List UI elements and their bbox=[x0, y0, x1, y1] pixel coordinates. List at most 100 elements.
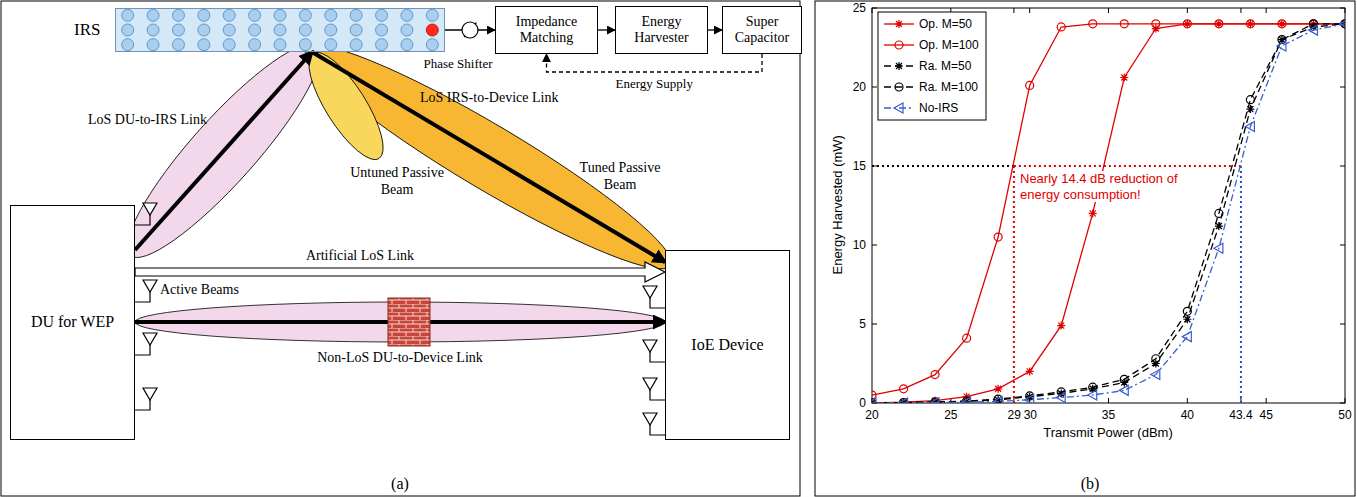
tick bbox=[1013, 8, 1014, 13]
irs-element bbox=[274, 24, 286, 36]
triangle-marker bbox=[962, 397, 971, 403]
tick bbox=[1108, 8, 1109, 13]
text-label: Untuned Passive Beam bbox=[347, 165, 447, 199]
circle-marker bbox=[1089, 383, 1097, 391]
triangle-marker bbox=[930, 398, 939, 403]
circle-marker bbox=[994, 233, 1002, 241]
antenna-feed bbox=[135, 215, 150, 225]
circle-marker bbox=[895, 83, 903, 91]
irs-surface bbox=[115, 8, 445, 52]
irs-element bbox=[198, 24, 210, 36]
triangle-marker bbox=[872, 398, 876, 403]
legend-text: Ra. M=100 bbox=[919, 80, 978, 94]
process-box: Impedance Matching bbox=[495, 6, 598, 54]
legend-text: No-IRS bbox=[919, 101, 958, 115]
irs-element bbox=[325, 9, 337, 21]
phase-shifter bbox=[462, 22, 478, 38]
curve bbox=[872, 24, 1345, 403]
circle-marker bbox=[1215, 209, 1223, 217]
irs-element bbox=[350, 24, 362, 36]
circle-marker bbox=[1278, 20, 1286, 28]
antenna bbox=[143, 280, 157, 292]
tick-label: 40 bbox=[1181, 408, 1194, 422]
antenna bbox=[143, 388, 157, 400]
tick-label: 25 bbox=[944, 408, 957, 422]
box-label: Super Capacitor bbox=[723, 14, 801, 46]
tick bbox=[872, 8, 877, 9]
irs-element bbox=[299, 39, 311, 51]
text-label: LoS DU-to-IRS Link bbox=[88, 112, 207, 129]
tick-label: 30 bbox=[1024, 408, 1037, 422]
irs-element bbox=[223, 9, 235, 21]
irs-element bbox=[350, 9, 362, 21]
text-label: Phase Shifter bbox=[424, 56, 493, 72]
irs-element bbox=[299, 9, 311, 21]
circle-marker bbox=[1120, 375, 1128, 383]
triangle-marker bbox=[1151, 370, 1160, 380]
triangle-marker bbox=[1245, 122, 1254, 132]
guide-line bbox=[1013, 166, 1015, 403]
irs-element bbox=[299, 24, 311, 36]
antenna-feed bbox=[135, 345, 150, 355]
circle-marker bbox=[1309, 20, 1317, 28]
antenna-feed bbox=[650, 352, 665, 362]
tick bbox=[1340, 166, 1345, 167]
legend-box bbox=[878, 12, 986, 120]
tick bbox=[1029, 8, 1030, 13]
irs-element bbox=[122, 24, 134, 36]
triangle-marker bbox=[1088, 390, 1097, 400]
circle-marker bbox=[895, 41, 903, 49]
tick-label: 10 bbox=[853, 238, 866, 252]
box-label: Energy Harvester bbox=[616, 14, 707, 46]
tick bbox=[1187, 398, 1188, 403]
circle-marker bbox=[1183, 20, 1191, 28]
triangle-marker bbox=[1056, 392, 1065, 402]
triangle-marker bbox=[993, 396, 1002, 403]
tick-label: 29 bbox=[1008, 408, 1021, 422]
circle-marker bbox=[1246, 96, 1254, 104]
text-label: Non-LoS DU-to-Device Link bbox=[317, 350, 483, 367]
irs-element bbox=[401, 39, 413, 51]
antenna-feed bbox=[135, 292, 150, 302]
tick-label: 5 bbox=[859, 317, 866, 331]
box-label: Impedance Matching bbox=[496, 14, 597, 46]
irs-element bbox=[147, 24, 159, 36]
star-marker bbox=[1120, 74, 1128, 82]
guide-line bbox=[1014, 165, 1241, 167]
legend-text: Op. M=100 bbox=[919, 38, 979, 52]
irs-element bbox=[274, 39, 286, 51]
box-label: IoE Device bbox=[691, 336, 763, 354]
circle-marker bbox=[900, 385, 908, 393]
curve bbox=[872, 24, 1345, 403]
irs-panel: IRS bbox=[115, 8, 445, 52]
irs-element bbox=[350, 39, 362, 51]
circle-marker bbox=[931, 371, 939, 379]
star-marker bbox=[895, 62, 903, 70]
text-label: Transmit Power (dBm) bbox=[1043, 425, 1173, 441]
beam-du-irs bbox=[106, 25, 340, 276]
triangle-marker bbox=[1308, 25, 1317, 35]
tick bbox=[1340, 245, 1345, 246]
circle-marker bbox=[1183, 307, 1191, 315]
circle-marker bbox=[1089, 20, 1097, 28]
signal-arrow bbox=[547, 54, 763, 72]
star-marker bbox=[895, 20, 903, 28]
beam-arrow bbox=[312, 52, 665, 262]
antenna bbox=[143, 203, 157, 215]
tick bbox=[1187, 8, 1188, 13]
curve bbox=[872, 24, 1345, 403]
tick bbox=[1345, 398, 1346, 403]
tick bbox=[1266, 398, 1267, 403]
irs-element bbox=[274, 9, 286, 21]
irs-element bbox=[249, 24, 261, 36]
antenna bbox=[643, 286, 657, 298]
star-marker bbox=[1278, 36, 1286, 44]
irs-element bbox=[401, 9, 413, 21]
irs-element bbox=[325, 24, 337, 36]
process-box: Energy Harvester bbox=[615, 6, 708, 54]
text-label: LoS IRS-to-Device Link bbox=[420, 90, 558, 107]
triangle-marker bbox=[1119, 385, 1128, 395]
irs-element bbox=[198, 9, 210, 21]
irs-element bbox=[376, 39, 388, 51]
tick bbox=[1240, 8, 1241, 13]
